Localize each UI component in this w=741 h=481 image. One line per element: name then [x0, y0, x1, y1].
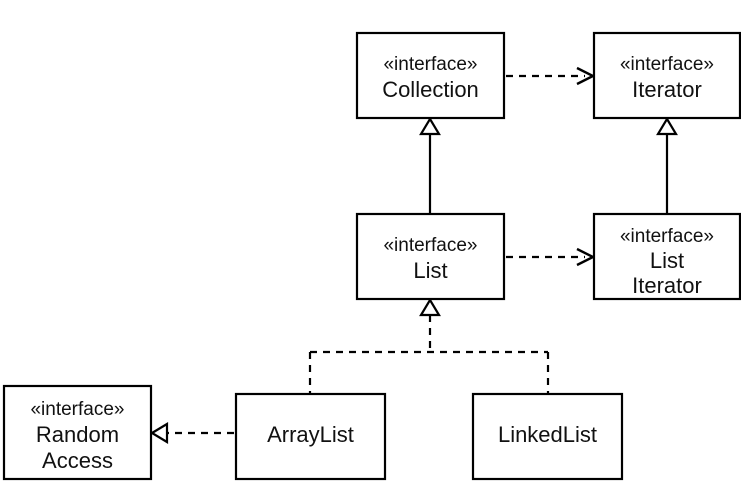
uml-node-iterator[interactable]: «interface» Iterator: [592, 31, 741, 120]
node-box[interactable]: [592, 212, 741, 301]
edge-list-uses-list-iterator: [506, 247, 596, 267]
hollow-triangle-head-icon: [419, 116, 441, 136]
uml-node-list-iterator[interactable]: «interface» List Iterator: [592, 212, 741, 301]
node-name: Collection: [382, 77, 479, 102]
node-box[interactable]: [234, 392, 387, 481]
node-name: List: [413, 258, 447, 283]
uml-node-array-list[interactable]: ArrayList: [234, 392, 387, 481]
node-box[interactable]: [471, 392, 624, 481]
node-box[interactable]: [2, 384, 153, 481]
node-stereotype: «interface»: [620, 54, 714, 75]
node-name-line-2: Iterator: [632, 273, 702, 298]
node-name-line-1: List: [650, 248, 684, 273]
node-box[interactable]: [355, 212, 506, 301]
edge-list-extends-collection: [419, 116, 441, 214]
uml-node-linked-list[interactable]: LinkedList: [471, 392, 624, 481]
hollow-triangle-head-icon: [419, 297, 441, 317]
node-stereotype: «interface»: [30, 399, 124, 420]
uml-node-collection[interactable]: «interface» Collection: [355, 31, 506, 120]
uml-node-list[interactable]: «interface» List: [355, 212, 506, 301]
node-name-line-2: Access: [42, 448, 113, 473]
node-name-line-1: Random: [36, 422, 119, 447]
node-name: Iterator: [632, 77, 702, 102]
node-name: LinkedList: [498, 422, 597, 447]
node-box[interactable]: [355, 31, 506, 120]
node-stereotype: «interface»: [383, 54, 477, 75]
node-name: ArrayList: [267, 422, 354, 447]
edge-array-list-implements-random-access: [149, 422, 234, 444]
node-stereotype: «interface»: [620, 226, 714, 247]
node-box[interactable]: [592, 31, 741, 120]
uml-node-random-access[interactable]: «interface» Random Access: [2, 384, 153, 481]
edge-list-iterator-extends-iterator: [656, 116, 678, 214]
hollow-triangle-head-icon: [149, 422, 169, 444]
node-stereotype: «interface»: [383, 235, 477, 256]
edge-sublists-implement-list: [308, 297, 550, 394]
hollow-triangle-head-icon: [656, 116, 678, 136]
edge-collection-uses-iterator: [506, 66, 596, 86]
